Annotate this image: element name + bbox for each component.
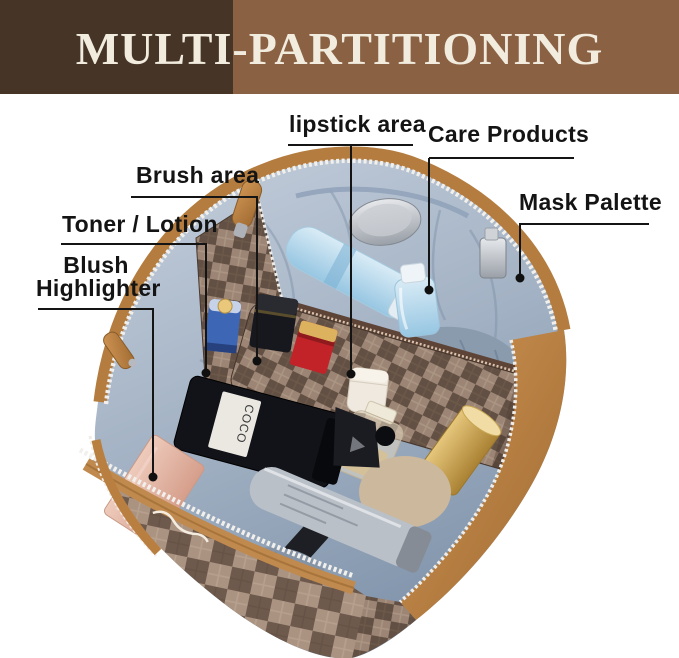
label-lipstick-area: lipstick area <box>289 111 426 137</box>
blue-cylinder <box>204 298 242 354</box>
page-title: MULTI-PARTITIONING <box>75 22 604 74</box>
label-mask-palette: Mask Palette <box>519 189 662 215</box>
label-blush-highlighter: Blush Highlighter <box>36 252 161 301</box>
silver-tube <box>249 467 432 573</box>
beige-cloth <box>359 456 451 528</box>
brand-logo <box>152 510 209 543</box>
black-perfume-bottle: COCO <box>173 375 352 489</box>
label-care-products: Care Products <box>428 121 590 147</box>
title-banner: MULTI-PARTITIONING <box>0 0 679 94</box>
label-toner-lotion: Toner / Lotion <box>62 211 218 237</box>
label-blush-line2: Highlighter <box>36 275 161 301</box>
black-lipstick <box>249 293 299 353</box>
right-leather-side <box>352 330 567 658</box>
label-brush-area: Brush area <box>136 162 260 188</box>
label-blush-line1: Blush <box>63 252 129 278</box>
black-sprayer-head <box>333 406 396 468</box>
